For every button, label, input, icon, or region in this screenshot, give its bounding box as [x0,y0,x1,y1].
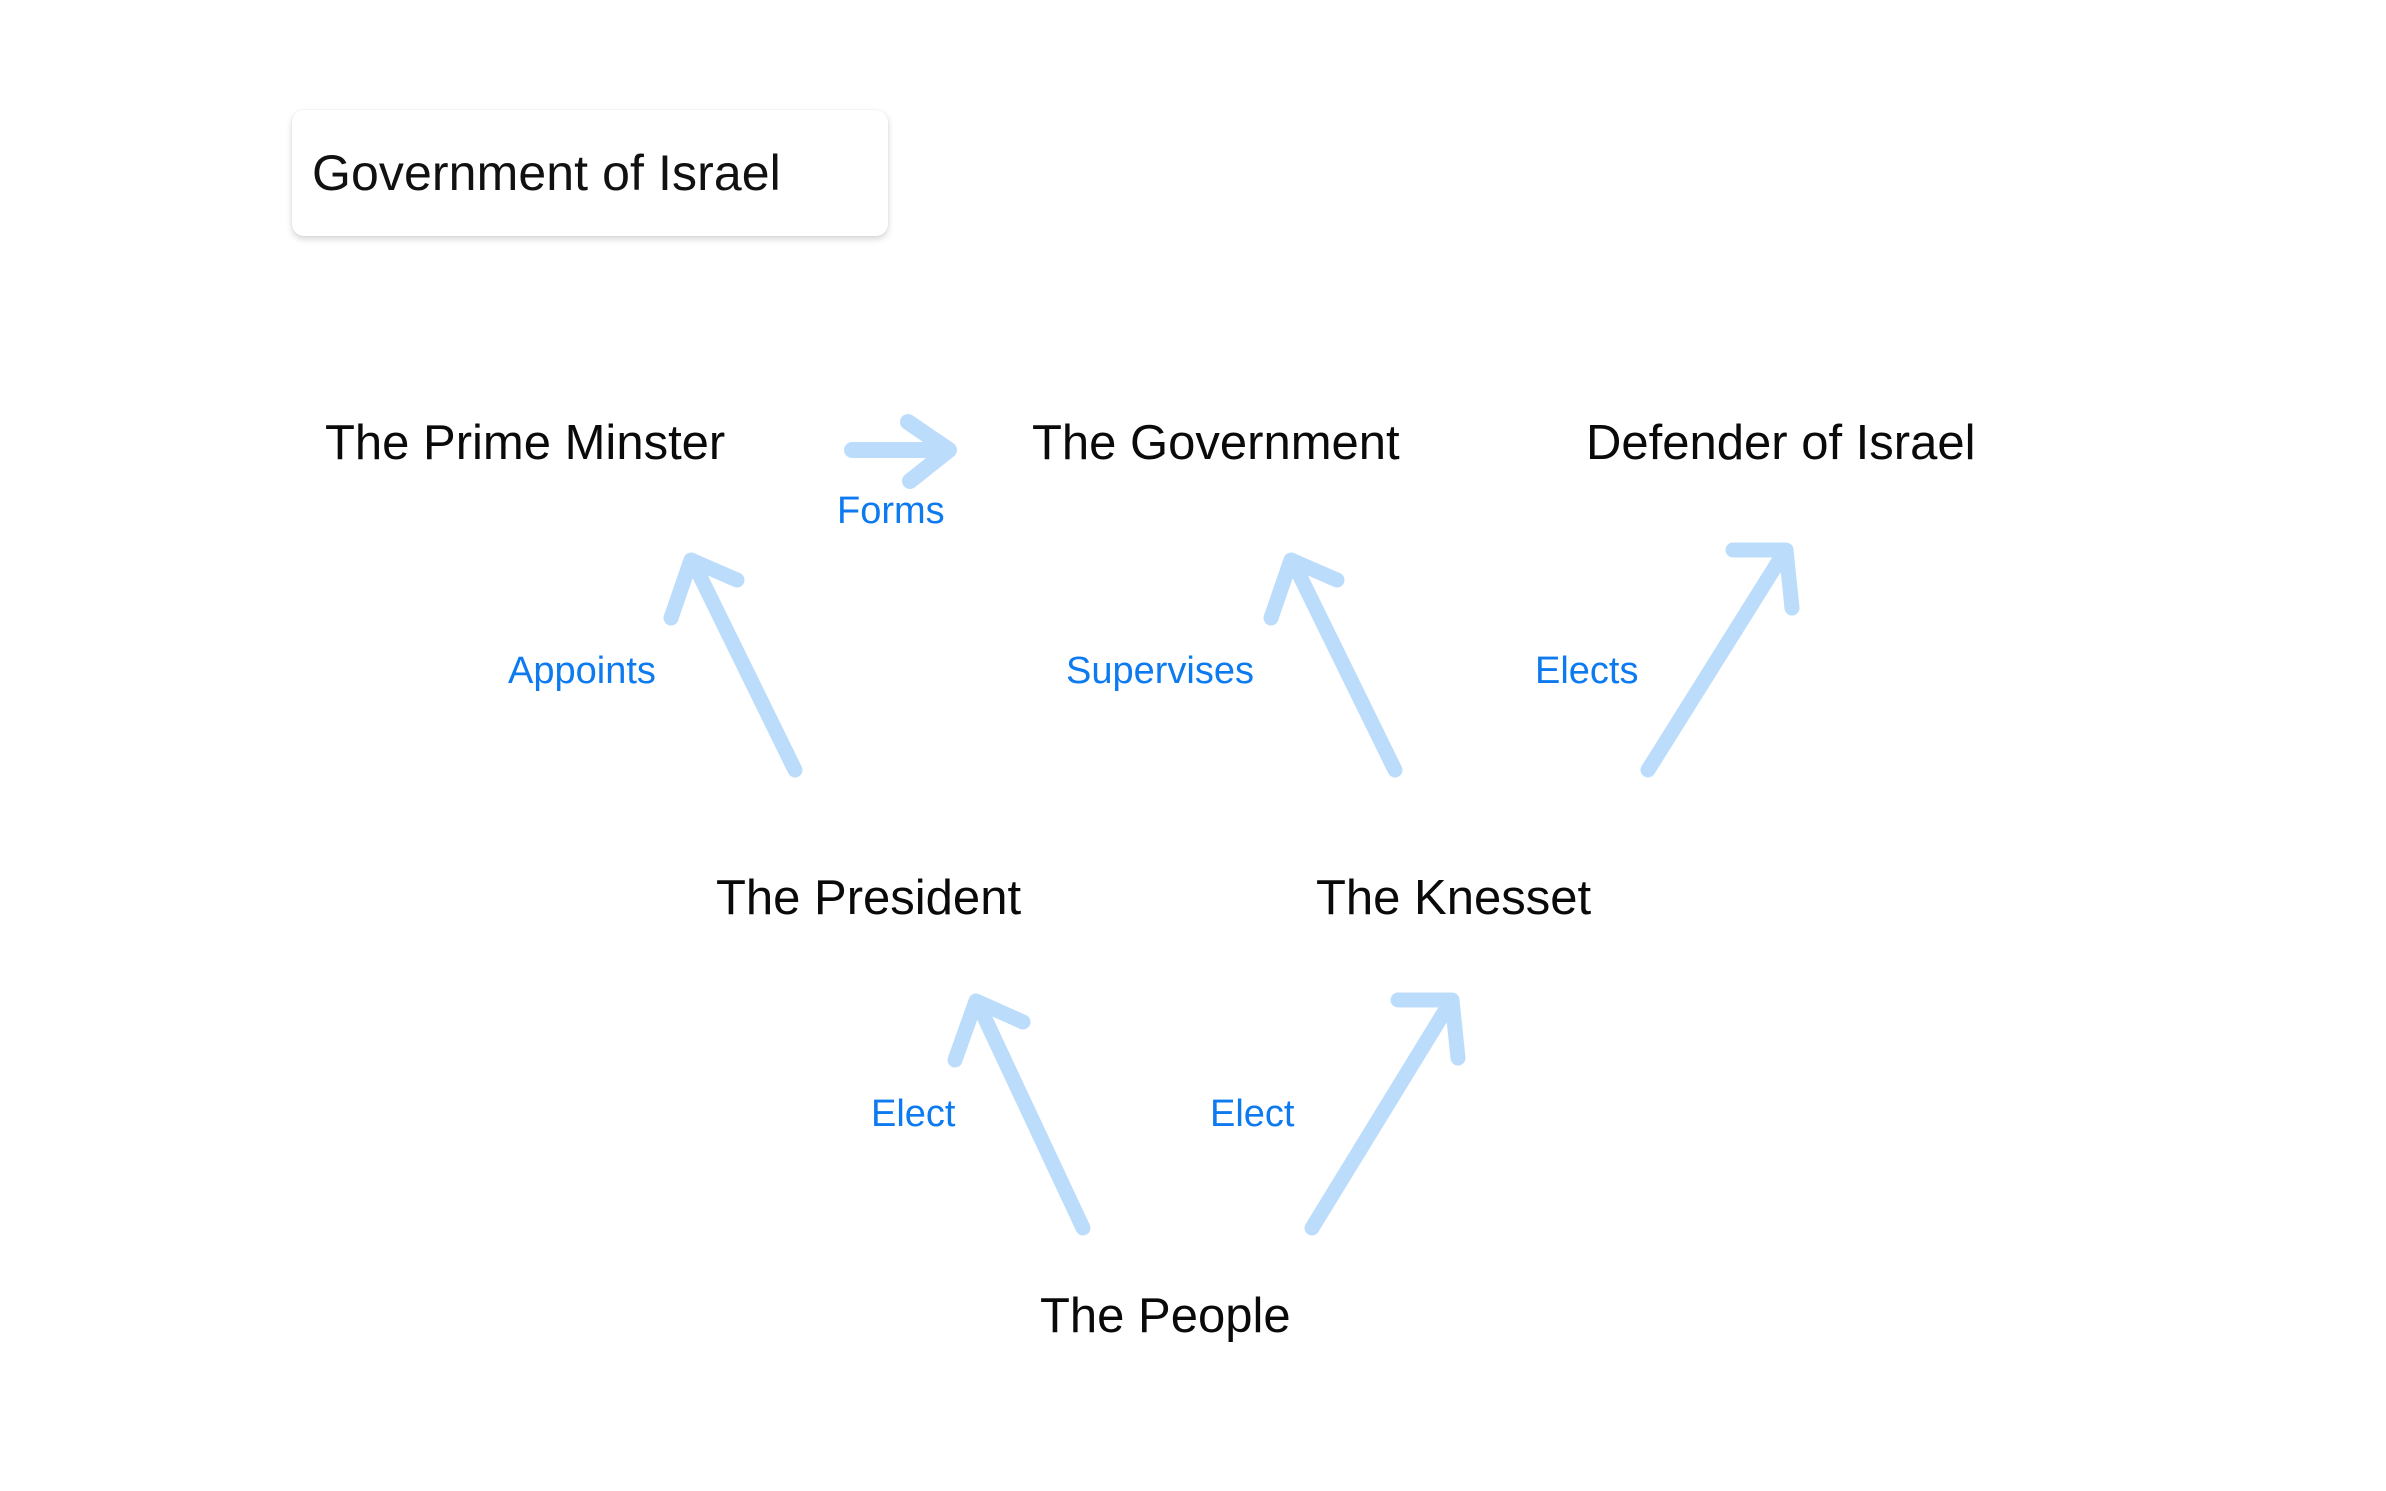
node-knesset[interactable]: The Knesset [1316,871,1592,925]
edge-label-supervises[interactable]: Supervises [1066,650,1254,692]
edge-label-elect-knesset[interactable]: Elect [1210,1093,1295,1135]
edge-label-elect-president[interactable]: Elect [871,1093,956,1135]
edge-label-elects[interactable]: Elects [1535,650,1639,692]
edge-label-forms[interactable]: Forms [837,490,945,532]
title-card-label: Government of Israel [312,145,781,201]
edge-label-appoints[interactable]: Appoints [508,650,656,692]
arrow-elect-knesset [1304,992,1466,1236]
node-government[interactable]: The Government [1032,416,1400,470]
node-people[interactable]: The People [1040,1289,1291,1343]
node-prime-minister[interactable]: The Prime Minster [325,416,726,470]
arrow-elects [1640,542,1800,778]
arrow-appoints [663,552,803,778]
title-card[interactable]: Government of Israel [292,110,888,236]
node-president[interactable]: The President [716,871,1022,925]
arrow-supervises [1263,552,1403,778]
arrow-elect-president [947,993,1091,1236]
arrow-forms [844,414,957,489]
node-defender-of-israel[interactable]: Defender of Israel [1586,416,1976,470]
